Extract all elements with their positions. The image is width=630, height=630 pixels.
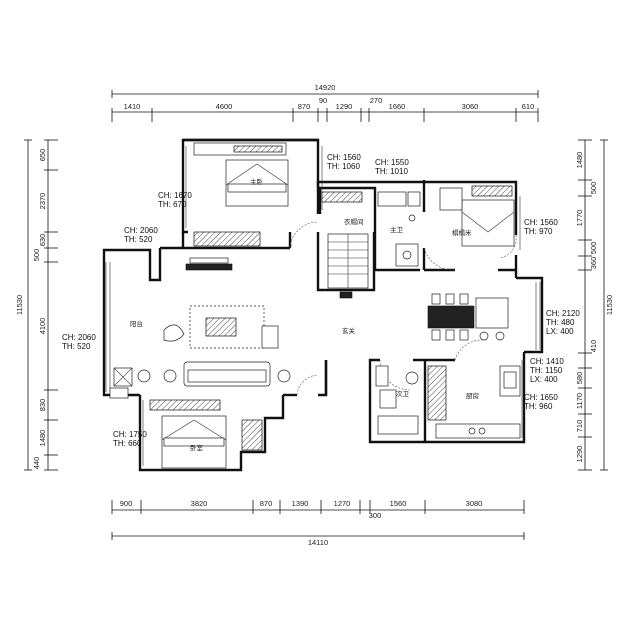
coffee-table xyxy=(205,317,237,337)
bottom-dim-1: 900 xyxy=(120,499,133,508)
annotation-6-line-3: LX: 400 xyxy=(546,327,574,336)
annotation-6-line-1: CH: 2120 xyxy=(546,309,580,318)
annotation-1-line-1: CH: 1560 xyxy=(327,153,361,162)
top-dim-3: 870 xyxy=(298,102,311,111)
annotation-10-line-1: CH: 1750 xyxy=(113,430,147,439)
kitchen-counter xyxy=(427,365,447,421)
height-annotations: CH: 1560 TH: 1060 CH: 1550 TH: 1010 CH: … xyxy=(62,153,580,448)
room-label-balcony: 阳台 xyxy=(130,319,143,328)
annotation-4-line-1: CH: 1560 xyxy=(524,218,558,227)
annotation-2-line-2: TH: 1010 xyxy=(375,167,408,176)
annotation-4-line-2: TH: 970 xyxy=(524,227,553,236)
left-dim-2: 2370 xyxy=(38,193,47,210)
top-dim-4: 90 xyxy=(319,96,327,105)
double-bed-top xyxy=(225,159,289,207)
kitchen-island xyxy=(475,297,509,329)
bathtub-master xyxy=(377,191,407,207)
right-dim-10: 1290 xyxy=(575,446,584,463)
furniture xyxy=(109,142,521,469)
wardrobe-hatched-bottom xyxy=(241,419,263,451)
annotation-5-line-1: CH: 2060 xyxy=(124,226,158,235)
annotation-8-line-1: CH: 1410 xyxy=(530,357,564,366)
bottom-dim-4: 1390 xyxy=(292,499,309,508)
annotation-6-line-2: TH: 480 xyxy=(546,318,575,327)
annotation-9-line-2: TH: 960 xyxy=(524,402,553,411)
annotation-2-line-1: CH: 1550 xyxy=(375,158,409,167)
top-dimensions: 14920 1410 4600 870 90 1290 270 1660 306… xyxy=(111,83,539,122)
bottom-dimensions: 900 3820 870 1390 1270 300 1560 3080 141… xyxy=(111,499,525,547)
top-dim-6: 270 xyxy=(370,96,383,105)
right-dim-6: 410 xyxy=(589,340,598,353)
right-total-dimension: 11530 xyxy=(605,295,614,315)
bottom-dim-2: 3820 xyxy=(191,499,208,508)
left-total-dimension: 11530 xyxy=(15,295,24,315)
dining-table xyxy=(427,305,475,329)
annotation-1-line-2: TH: 1060 xyxy=(327,162,360,171)
top-dim-8: 3060 xyxy=(462,102,479,111)
wardrobe-hatched-top xyxy=(193,231,261,247)
annotation-5-line-2: TH: 520 xyxy=(124,235,153,244)
windows xyxy=(105,146,541,466)
tatami-bed xyxy=(461,199,515,247)
top-dim-2: 4600 xyxy=(216,102,233,111)
annotation-7-line-1: CH: 2060 xyxy=(62,333,96,342)
room-label-tatami: 榻榻米 xyxy=(452,228,472,237)
right-dim-8: 1170 xyxy=(575,393,584,409)
room-label-second-bath: 次卫 xyxy=(396,389,410,398)
left-dim-5: 4100 xyxy=(38,318,47,335)
top-total-dimension: 14920 xyxy=(315,83,336,92)
bottom-dim-7: 1560 xyxy=(390,499,407,508)
room-label-kitchen: 厨房 xyxy=(466,391,479,400)
left-dim-1: 650 xyxy=(38,149,47,162)
right-dim-9: 710 xyxy=(575,420,584,433)
annotation-8-line-2: TH: 1150 xyxy=(530,366,563,375)
tv-cabinet xyxy=(185,263,233,271)
right-dimensions: 11530 1480 500 1770 500 360 410 580 1170… xyxy=(575,139,614,471)
top-dim-9: 610 xyxy=(522,102,535,111)
left-dimensions: 11530 650 2370 630 500 4100 830 1480 440 xyxy=(15,139,58,471)
bottom-total-dimension: 14110 xyxy=(308,538,328,547)
right-dim-1: 1480 xyxy=(575,152,584,169)
room-label-closet: 衣帽间 xyxy=(344,217,364,226)
right-dim-4: 500 xyxy=(589,242,598,255)
room-labels: 主卧 衣帽间 主卫 榻榻米 阳台 玄关 次卫 厨房 卧室 xyxy=(130,177,479,452)
bottom-dim-8: 3080 xyxy=(466,499,483,508)
bathtub-second xyxy=(377,415,419,435)
annotation-8-line-3: LX: 400 xyxy=(530,375,558,384)
annotation-7-line-2: TH: 520 xyxy=(62,342,91,351)
right-dim-5: 360 xyxy=(589,257,598,270)
bottom-dim-5: 1270 xyxy=(334,499,351,508)
top-dim-1: 1410 xyxy=(124,102,141,111)
annotation-3-line-2: TH: 670 xyxy=(158,200,187,209)
room-label-master-bedroom: 主卧 xyxy=(250,177,264,186)
left-dim-3: 630 xyxy=(38,234,47,247)
bottom-dim-3: 870 xyxy=(260,499,273,508)
left-dim-8: 440 xyxy=(32,457,41,470)
right-dim-7: 580 xyxy=(575,372,584,385)
room-label-entrance: 玄关 xyxy=(342,326,356,335)
right-dim-3: 1770 xyxy=(575,210,584,227)
annotation-9-line-1: CH: 1650 xyxy=(524,393,558,402)
left-dim-6: 830 xyxy=(38,399,47,412)
walls xyxy=(102,138,544,472)
staircase xyxy=(327,233,369,299)
left-dim-4: 500 xyxy=(32,249,41,262)
annotation-3-line-1: CH: 1670 xyxy=(158,191,192,200)
bottom-dim-6: 300 xyxy=(369,511,382,520)
room-label-master-bath: 主卫 xyxy=(390,225,404,234)
top-dim-7: 1660 xyxy=(389,102,406,111)
doors xyxy=(289,221,517,396)
annotation-10-line-2: TH: 660 xyxy=(113,439,142,448)
left-dim-7: 1480 xyxy=(38,430,47,447)
right-dim-2: 500 xyxy=(589,182,598,195)
room-label-bedroom: 卧室 xyxy=(190,443,204,452)
top-dim-5: 1290 xyxy=(336,102,353,111)
